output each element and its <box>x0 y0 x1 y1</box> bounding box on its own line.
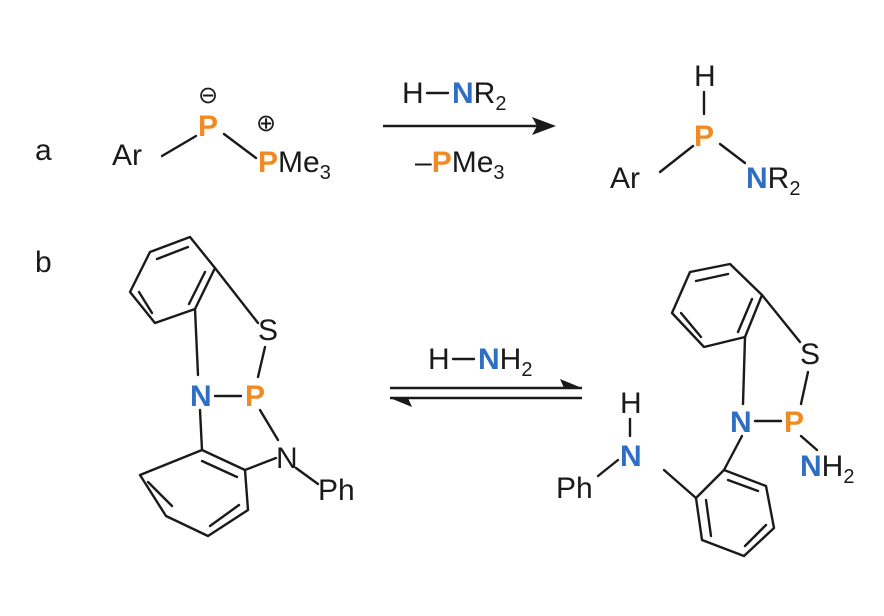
reactant-b-n-ring: N <box>190 380 212 413</box>
reagent-a-nr2: NR2 <box>452 77 506 115</box>
equilibrium-arrow <box>390 379 582 407</box>
product-b-s: S <box>800 338 820 371</box>
reactant-b-p: P <box>245 380 265 413</box>
product-a-nr2: NR2 <box>746 162 800 200</box>
reactant-a-p1: P <box>198 110 218 143</box>
reagent-b-h: H <box>428 343 450 376</box>
bond-ar-p-product <box>658 144 695 174</box>
product-b-amine-h: H <box>620 387 642 420</box>
reactant-b-ph: Ph <box>318 474 355 507</box>
bond-p-p <box>222 132 258 160</box>
panel-b-product: S N P NH2 H N Ph <box>556 262 854 558</box>
reactant-b-n-exo: N <box>276 442 298 475</box>
charge-plus-icon: ⊕ <box>256 110 276 137</box>
reagent-b-nh2: NH2 <box>478 343 532 381</box>
product-a-ar: Ar <box>610 162 640 195</box>
reagent-a-h: H <box>402 77 424 110</box>
product-b-amine-n: N <box>620 440 642 473</box>
panel-a-product: H P Ar NR2 <box>610 60 800 200</box>
product-b-p: P <box>784 406 804 439</box>
product-b-nh2: NH2 <box>800 450 854 488</box>
panel-a-reagent: H NR2 <box>402 77 506 115</box>
product-b-n-ring: N <box>730 406 752 439</box>
panel-b-reagent: H NH2 <box>428 343 532 381</box>
reactant-a-ar: Ar <box>112 139 142 172</box>
reaction-arrow-a <box>383 117 556 135</box>
reactant-b-s: S <box>258 314 278 347</box>
product-b-ph: Ph <box>556 472 593 505</box>
benzene-ring-bottom <box>138 448 250 538</box>
product-a-h: H <box>694 60 716 93</box>
panel-a-label: a <box>35 134 52 167</box>
byproduct-pme3: –PMe3 <box>415 146 505 184</box>
panel-b-reactant: S N P N Ph <box>128 235 355 538</box>
bond-p-n-product <box>718 142 747 165</box>
panel-a-reactant: Ar P ⊖ ⊕ PMe3 <box>112 82 331 184</box>
product-a-p: P <box>694 120 714 153</box>
panel-b-label: b <box>35 246 52 279</box>
charge-minus-icon: ⊖ <box>198 82 218 109</box>
bond-ar-p <box>160 134 198 158</box>
reactant-a-pme3: PMe3 <box>258 146 331 184</box>
